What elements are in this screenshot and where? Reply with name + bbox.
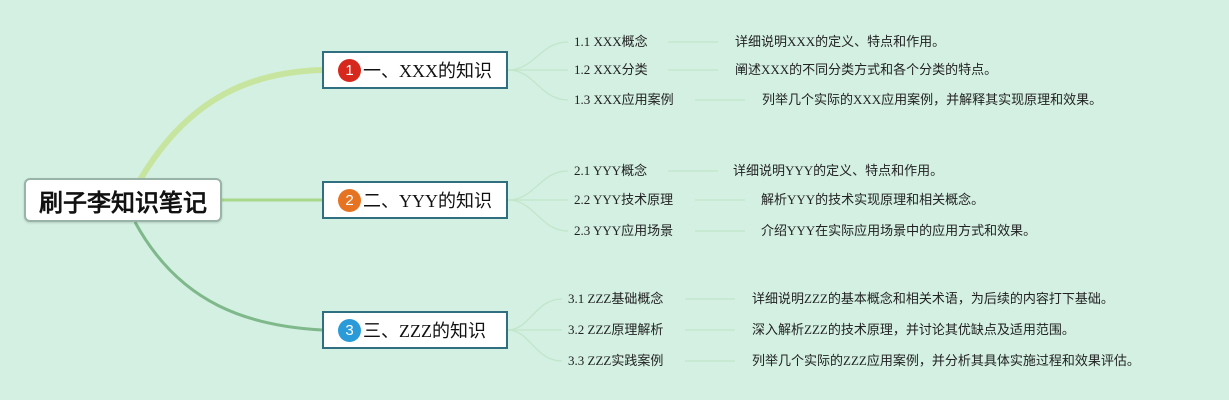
- connector-root-branch-3: [133, 221, 323, 332]
- branch-node-1-label: 一、XXX的知识: [363, 61, 492, 81]
- leaf-connectors-branch-2: [507, 170, 745, 232]
- leaf-description[interactable]: 介绍YYY在实际应用场景中的应用方式和效果。: [761, 223, 1037, 238]
- leaf-description[interactable]: 详细说明YYY的定义、特点和作用。: [733, 163, 944, 178]
- leaf-description[interactable]: 解析YYY的技术实现原理和相关概念。: [761, 192, 985, 207]
- leaf-connectors-branch-3: [507, 298, 735, 362]
- leaf-node[interactable]: 3.2 ZZZ原理解析: [568, 322, 664, 337]
- number-badge-1-icon: 1: [338, 58, 361, 82]
- leaf-node[interactable]: 2.2 YYY技术原理: [574, 192, 674, 207]
- leaf-node[interactable]: 1.1 XXX概念: [574, 34, 648, 49]
- leaf-node[interactable]: 1.3 XXX应用案例: [574, 92, 674, 107]
- branch-node-3-label: 三、ZZZ的知识: [363, 321, 486, 341]
- branch-node-1[interactable]: 1 一、XXX的知识: [322, 51, 508, 89]
- leaf-description[interactable]: 列举几个实际的XXX应用案例，并解释其实现原理和效果。: [762, 92, 1103, 107]
- leaf-description[interactable]: 列举几个实际的ZZZ应用案例，并分析其具体实施过程和效果评估。: [752, 353, 1140, 368]
- branch-node-2-label: 二、YYY的知识: [363, 191, 492, 211]
- number-badge-2-icon: 2: [338, 188, 361, 212]
- leaf-description[interactable]: 详细说明ZZZ的基本概念和相关术语，为后续的内容打下基础。: [752, 291, 1114, 306]
- number-badge-3-icon: 3: [338, 318, 361, 342]
- leaf-node[interactable]: 1.2 XXX分类: [574, 62, 648, 77]
- leaf-description[interactable]: 详细说明XXX的定义、特点和作用。: [735, 34, 946, 49]
- leaf-node[interactable]: 2.1 YYY概念: [574, 163, 648, 178]
- leaf-description[interactable]: 阐述XXX的不同分类方式和各个分类的特点。: [735, 62, 998, 77]
- root-node-label: 刷子李知识笔记: [39, 188, 207, 217]
- leaf-node[interactable]: 2.3 YYY应用场景: [574, 223, 674, 238]
- branch-node-2[interactable]: 2 二、YYY的知识: [322, 181, 508, 219]
- root-node[interactable]: 刷子李知识笔记: [24, 178, 222, 222]
- leaf-node[interactable]: 3.1 ZZZ基础概念: [568, 291, 664, 306]
- leaf-connectors-branch-1: [507, 41, 745, 101]
- connector-root-branch-1: [137, 67, 325, 183]
- branch-node-3[interactable]: 3 三、ZZZ的知识: [322, 311, 508, 349]
- leaf-node[interactable]: 3.3 ZZZ实践案例: [568, 353, 664, 368]
- leaf-description[interactable]: 深入解析ZZZ的技术原理，并讨论其优缺点及适用范围。: [752, 322, 1075, 337]
